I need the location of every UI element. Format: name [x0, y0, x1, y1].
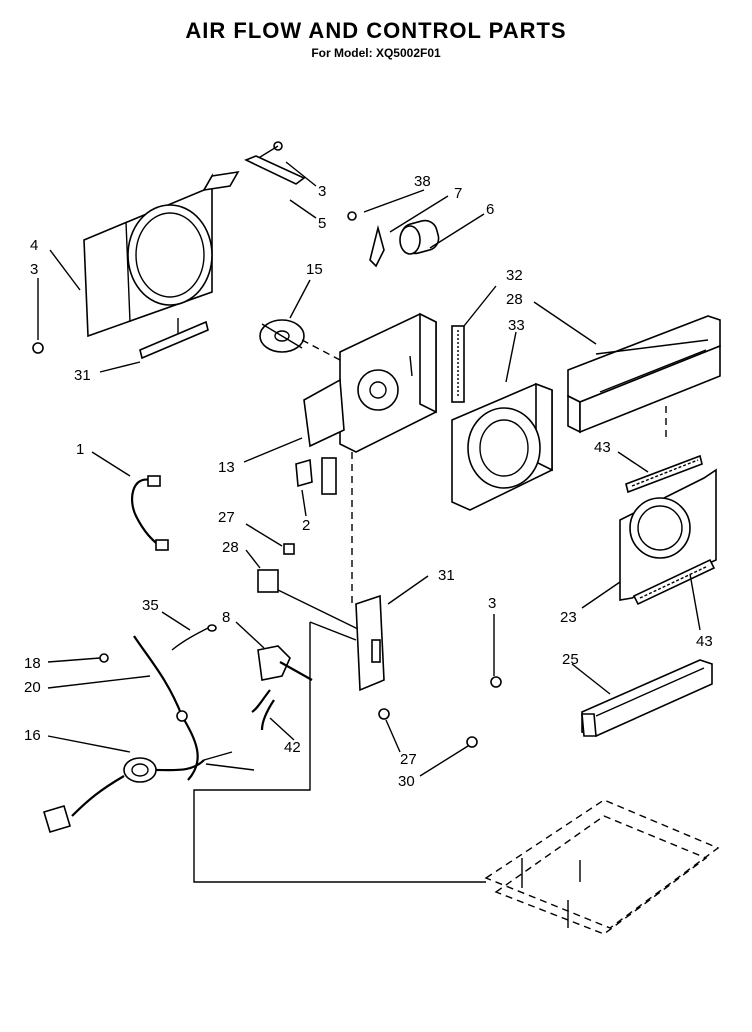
- part-clip-2: [295, 458, 313, 488]
- callout-23: 25: [562, 651, 579, 668]
- callout-33: 33: [508, 317, 525, 334]
- part-screw-25: [378, 708, 390, 720]
- callout-16: 16: [24, 727, 41, 744]
- callout-27: 27: [218, 509, 235, 526]
- callout-43-top: 43: [594, 439, 611, 456]
- page-title: AIR FLOW AND CONTROL PARTS: [185, 18, 567, 43]
- callout-26: 28: [506, 291, 523, 308]
- part-screw-17: [99, 653, 109, 663]
- part-fan-hub-15: [259, 319, 305, 353]
- leader-lines: [37, 161, 701, 777]
- callout-42: 42: [284, 739, 301, 756]
- callout-6: 6: [486, 201, 494, 218]
- callout-labels: 3 5 4 3 31 38 7 6 15 32 28 33 1 13 2 27 …: [24, 173, 713, 790]
- base-pan: [484, 799, 720, 935]
- callout-3-top: 3: [318, 183, 326, 200]
- callout-3-left: 3: [30, 261, 38, 278]
- part-screw-3-top: [244, 141, 306, 185]
- part-air-duct-26: [567, 315, 721, 434]
- part-spacer-27: [283, 543, 295, 555]
- model-subtitle: For Model: XQ5002F01: [311, 46, 441, 60]
- part-seal-32: [451, 325, 465, 403]
- callout-28: 28: [222, 539, 239, 556]
- callout-8: 8: [222, 609, 230, 626]
- callout-1: 1: [76, 441, 84, 458]
- part-strip-43-bottom: [632, 558, 716, 606]
- part-screw-3-right: [490, 676, 502, 688]
- callout-13: 13: [218, 459, 235, 476]
- part-cord-18: [133, 635, 199, 781]
- callout-3-right: 3: [488, 595, 496, 612]
- part-bracket-strip-31: [139, 318, 209, 360]
- part-clamp-35: [171, 624, 217, 651]
- part-fan-shroud-left: [83, 170, 240, 338]
- part-screw-30: [466, 736, 478, 748]
- part-scroll-33: [451, 382, 553, 511]
- callout-30: 30: [398, 773, 415, 790]
- part-switch-28: [257, 569, 361, 631]
- part-thermostat-8: [251, 645, 313, 713]
- part-bracket-29: [309, 594, 385, 692]
- callout-4: 4: [30, 237, 38, 254]
- callout-5: 5: [318, 215, 326, 232]
- callout-7: 7: [454, 185, 462, 202]
- part-grille-20: [619, 468, 717, 601]
- callout-25: 27: [400, 751, 417, 768]
- part-tube-42: [260, 699, 275, 731]
- part-tray-23: [581, 659, 713, 737]
- part-strip-43-top: [625, 454, 703, 494]
- callout-38: 38: [414, 173, 431, 190]
- callout-35: 35: [142, 597, 159, 614]
- part-capacitor-6: [347, 211, 440, 268]
- part-control-housing-13: [303, 312, 437, 495]
- callout-43-bottom: 43: [696, 633, 713, 650]
- wiring-routes: [193, 339, 667, 883]
- part-screw-3-left: [32, 342, 44, 354]
- callout-29: 31: [438, 567, 455, 584]
- callout-31: 31: [74, 367, 91, 384]
- callout-20: 23: [560, 609, 577, 626]
- callout-2: 2: [302, 517, 310, 534]
- callout-18: 20: [24, 679, 41, 696]
- callout-15: 15: [306, 261, 323, 278]
- part-wire-1: [131, 475, 169, 551]
- callout-17: 18: [24, 655, 41, 672]
- part-power-cord-16: [43, 751, 255, 833]
- callout-32: 32: [506, 267, 523, 284]
